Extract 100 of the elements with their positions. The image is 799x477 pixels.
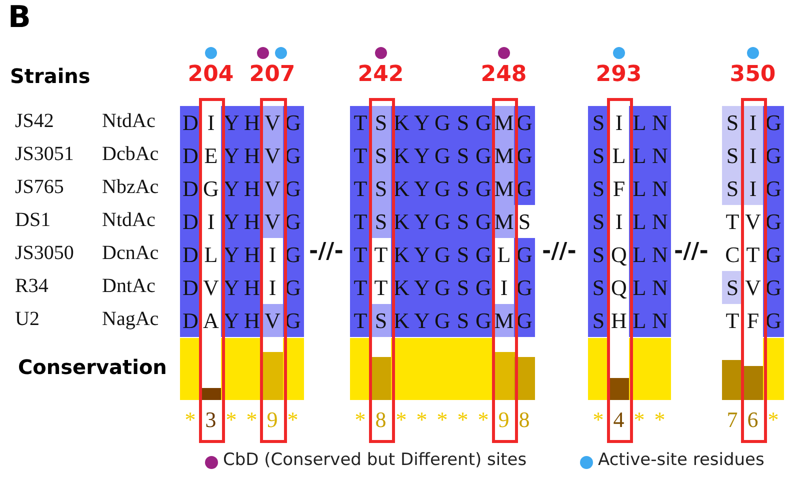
residue-cell: S — [370, 205, 392, 238]
residue-letter: L — [611, 142, 627, 170]
residue-cell: G — [432, 205, 453, 238]
residue-letter: E — [203, 142, 219, 170]
residue-cell: N — [650, 172, 670, 205]
row-heading: Conservation — [18, 355, 167, 379]
residue-cell: S — [452, 271, 474, 304]
conservation-score: * — [476, 406, 490, 434]
residue-letter: T — [373, 274, 389, 302]
enzyme-name: NtdAc — [102, 209, 156, 232]
residue-cell: V — [262, 172, 283, 205]
conservation-score: 3 — [204, 406, 218, 434]
residue-cell: G — [473, 304, 494, 337]
residue-cell: G — [432, 304, 453, 337]
residue-letter: I — [268, 274, 278, 302]
enzyme-name: DcbAc — [102, 143, 159, 166]
residue-cell: T — [350, 139, 371, 172]
residue-letter: T — [724, 208, 740, 236]
strain-name: JS765 — [15, 176, 64, 199]
residue-letter: I — [206, 109, 216, 137]
residue-cell: V — [262, 106, 283, 139]
residue-cell: Y — [412, 271, 432, 304]
residue-cell: T — [350, 238, 371, 271]
residue-cell: T — [350, 304, 371, 337]
residue-cell: I — [742, 139, 764, 172]
residue-cell: S — [588, 172, 609, 205]
residue-letter: L — [203, 241, 219, 269]
residue-cell: S — [722, 172, 743, 205]
position-number: 207 — [248, 62, 296, 87]
residue-cell: Y — [412, 172, 432, 205]
enzyme-name: NtdAc — [102, 110, 156, 133]
residue-cell: S — [452, 238, 474, 271]
strain-name: JS42 — [15, 110, 54, 133]
residue-letter: T — [724, 307, 740, 335]
residue-letter: F — [612, 175, 626, 203]
residue-cell: N — [650, 205, 670, 238]
residue-letter: L — [496, 241, 512, 269]
residue-cell: G — [473, 106, 494, 139]
gap-separator: -//- — [309, 239, 344, 264]
residue-cell: D — [180, 205, 201, 238]
conservation-score: * — [354, 406, 367, 434]
residue-cell: G — [473, 139, 494, 172]
conservation-score: * — [766, 406, 780, 434]
residue-cell: T — [350, 271, 371, 304]
residue-cell: S — [588, 238, 609, 271]
residue-cell: S — [370, 106, 392, 139]
residue-cell: G — [432, 238, 453, 271]
residue-cell: N — [650, 271, 670, 304]
residue-cell: G — [432, 139, 453, 172]
residue-cell: D — [180, 238, 201, 271]
residue-cell: S — [370, 139, 392, 172]
residue-letter: H — [610, 307, 628, 335]
residue-cell: S — [370, 304, 392, 337]
conservation-score: 9 — [497, 406, 510, 434]
gap-separator: -//- — [674, 239, 708, 264]
residue-letter: T — [745, 241, 761, 269]
residue-cell: S — [452, 139, 474, 172]
residue-letter: F — [746, 307, 760, 335]
conservation-score: * — [632, 406, 646, 434]
residue-cell: D — [180, 304, 201, 337]
residue-cell: M — [494, 106, 514, 139]
conservation-score: 8 — [518, 406, 531, 434]
residue-cell: Y — [412, 304, 432, 337]
residue-cell: S — [588, 139, 609, 172]
residue-cell: D — [180, 106, 201, 139]
legend-label: Active-site residues — [598, 450, 764, 470]
position-number: 293 — [594, 62, 643, 87]
residue-cell: M — [494, 304, 514, 337]
residue-cell: I — [742, 172, 764, 205]
residue-cell: V — [262, 304, 283, 337]
residue-cell: Y — [412, 205, 432, 238]
residue-cell: N — [650, 304, 670, 337]
residue-cell: S — [452, 106, 474, 139]
position-number: 204 — [186, 62, 235, 87]
residue-letter: I — [614, 208, 624, 236]
residue-letter: V — [744, 208, 762, 236]
residue-cell: S — [588, 304, 609, 337]
legend-label: CbD (Conserved but Different) sites — [223, 450, 527, 470]
residue-letter: C — [724, 241, 741, 269]
residue-cell: N — [650, 139, 670, 172]
residue-cell: M — [494, 205, 514, 238]
residue-cell: T — [350, 205, 371, 238]
residue-cell: M — [494, 139, 514, 172]
residue-cell: T — [350, 106, 371, 139]
conservation-score: 4 — [612, 406, 626, 434]
residue-letter: S — [517, 208, 532, 236]
enzyme-name: NbzAc — [102, 176, 159, 199]
residue-letter: A — [202, 307, 220, 335]
residue-cell: G — [473, 205, 494, 238]
conservation-score: * — [653, 406, 666, 434]
residue-cell: G — [473, 172, 494, 205]
conservation-score: * — [245, 406, 258, 434]
enzyme-name: DntAc — [102, 275, 156, 298]
residue-letter: T — [373, 241, 389, 269]
position-number: 350 — [728, 62, 777, 87]
residue-cell: Y — [412, 106, 432, 139]
strain-name: JS3050 — [15, 242, 74, 265]
residue-cell: V — [262, 205, 283, 238]
residue-cell: G — [473, 271, 494, 304]
residue-cell: V — [262, 139, 283, 172]
